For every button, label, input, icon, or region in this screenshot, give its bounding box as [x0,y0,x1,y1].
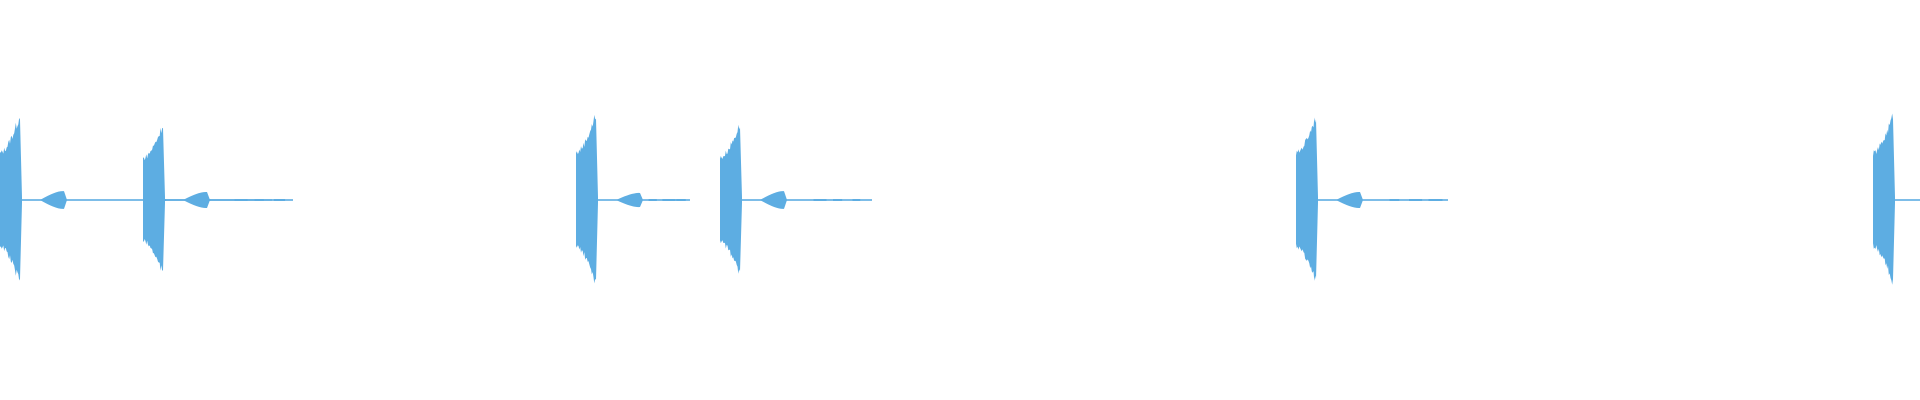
waveform-tail-dash [676,199,686,201]
waveform-clip [1873,113,1920,285]
waveform-tail-line [165,199,293,201]
waveform-burst [1873,113,1895,285]
waveform-tail-dash [662,199,676,201]
waveform-clip [1296,117,1448,281]
waveform-tail-dash [235,199,247,201]
waveform-tail-dash [852,199,861,201]
waveform-clips [0,113,1920,285]
waveform-burst [0,117,22,281]
waveform-tail-dash [1389,199,1400,201]
waveform-burst [143,127,165,271]
waveform-tail-dash [833,199,843,201]
waveform-tail-dash [648,199,657,201]
waveform-tail-dash [813,199,827,201]
waveform-tail-dash [1409,199,1423,201]
waveform-echo [40,191,67,209]
waveform-clip [720,124,872,274]
waveform-echo [616,192,643,208]
waveform-tail-line [1895,199,1920,201]
waveform-tail-line [1318,199,1448,201]
waveform-echo [760,191,787,209]
waveform-tail-dash [254,199,264,201]
waveform-tail-line [598,199,690,201]
waveform-tail-line [742,199,872,201]
waveform-echo [183,191,210,209]
waveform-clip [143,127,293,271]
waveform-echo [1336,191,1363,209]
waveform-burst [576,114,598,284]
waveform-tail-dash [1428,199,1443,201]
waveform-burst [720,124,742,274]
waveform-clip [576,114,690,284]
waveform-tail-dash [273,199,286,201]
waveform-burst [1296,117,1318,281]
